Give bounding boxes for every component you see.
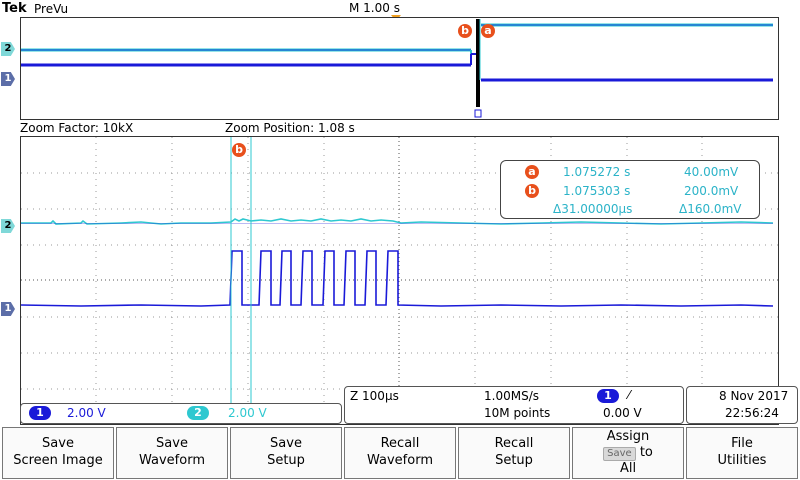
- overview-cursor-b-badge[interactable]: b: [458, 24, 472, 38]
- brand-logo: Tek: [2, 1, 27, 16]
- datetime-box: 8 Nov 2017 22:56:24: [686, 386, 798, 424]
- ch2-waveform: [21, 218, 774, 225]
- ch2-level-marker[interactable]: 2: [1, 219, 15, 233]
- trigger-source-badge: 1: [597, 389, 619, 403]
- main-cursor-b-badge[interactable]: b: [232, 143, 246, 157]
- overview-ch2-marker[interactable]: 2: [1, 42, 15, 56]
- ch2-scale[interactable]: 2.00 V: [228, 406, 267, 420]
- trigger-slope-icon: ⁄: [628, 388, 631, 402]
- overview-cursor-a-badge[interactable]: a: [481, 24, 495, 38]
- zoom-box-icon: [474, 109, 482, 118]
- record-length: 10M points: [484, 406, 551, 420]
- time-readout: 22:56:24: [725, 406, 779, 420]
- zoom-position-label: Zoom Position: 1.08 s: [225, 121, 355, 135]
- timebase-readout: M 1.00 s: [349, 1, 400, 15]
- ch1-waveform: [20, 250, 774, 307]
- assign-to-label: to: [639, 445, 653, 460]
- sample-rate: 1.00MS/s: [484, 389, 539, 403]
- date-readout: 8 Nov 2017: [719, 389, 789, 403]
- zoom-timebase: Z 100µs: [350, 389, 399, 403]
- trigger-level: 0.00 V: [603, 406, 642, 420]
- assign-all-label: All: [619, 461, 637, 476]
- overview-window: [20, 17, 779, 120]
- cursor-readout-panel: a 1.075272 s 40.00mV b 1.075303 s 200.0m…: [500, 160, 760, 219]
- cursor-b-time: 1.075303 s: [563, 184, 631, 198]
- zoom-factor-label: Zoom Factor: 10kX: [20, 121, 134, 135]
- zoom-region-marker: [476, 19, 480, 107]
- overview-traces: [21, 19, 773, 118]
- assign-label: Assign: [606, 429, 650, 444]
- ch1-badge[interactable]: 1: [29, 406, 51, 420]
- assign-save-button[interactable]: Assign Save to All: [572, 427, 684, 479]
- ch1-scale[interactable]: 2.00 V: [67, 406, 106, 420]
- cursor-b-value: 200.0mV: [684, 184, 739, 198]
- readout-cursor-b-badge: b: [525, 184, 539, 198]
- save-chip: Save: [603, 447, 636, 461]
- readout-cursor-a-badge: a: [525, 165, 539, 179]
- ch1-level-marker[interactable]: 1: [1, 302, 15, 316]
- channel-scale-box[interactable]: 1 2.00 V 2 2.00 V: [20, 403, 342, 424]
- overview-ch1-marker[interactable]: 1: [1, 72, 15, 86]
- acquisition-box[interactable]: Z 100µs 1.00MS/s 10M points 1 ⁄ 0.00 V: [344, 386, 684, 424]
- ch2-badge[interactable]: 2: [187, 406, 209, 420]
- cursor-a-value: 40.00mV: [684, 165, 739, 179]
- cursor-delta-time: Δ31.00000µs: [553, 202, 633, 216]
- cursor-a-time: 1.075272 s: [563, 165, 631, 179]
- prevu-label: PreVu: [34, 2, 69, 16]
- cursor-delta-value: Δ160.0mV: [679, 202, 742, 216]
